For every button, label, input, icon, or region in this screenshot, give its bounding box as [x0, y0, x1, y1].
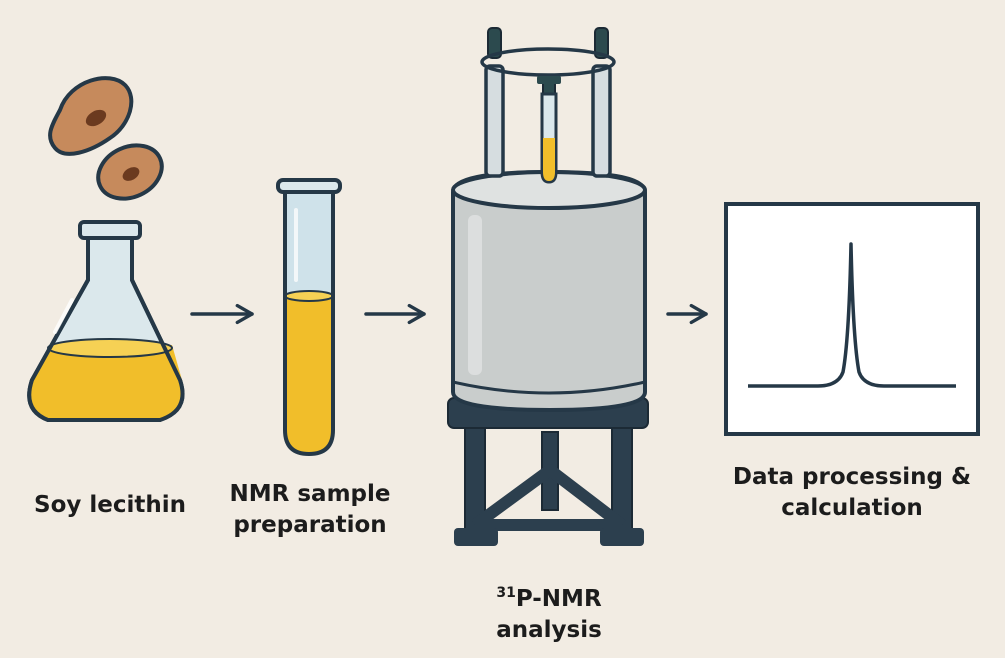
step-label-data-processing: Data processing & calculation	[712, 462, 992, 524]
label-line: Soy lecithin	[34, 492, 186, 518]
label-line: 31P-NMR	[449, 584, 649, 615]
superscript: 31	[496, 585, 516, 601]
soybean-icon	[96, 143, 164, 201]
label-text: P-NMR	[515, 586, 602, 612]
nmr-spectrometer-icon	[447, 27, 649, 546]
label-line: NMR sample	[229, 481, 391, 507]
step-label-nmr-analysis: 31P-NMR analysis	[449, 584, 649, 646]
label-line: analysis	[496, 617, 602, 643]
erlenmeyer-flask-icon	[27, 220, 185, 422]
step-label-sample-prep: NMR sample preparation	[210, 479, 410, 541]
step-label-soy-lecithin: Soy lecithin	[10, 490, 210, 521]
test-tube-icon	[276, 178, 342, 457]
nmr-spectrum-icon	[724, 202, 980, 436]
label-line: Data processing &	[732, 464, 972, 490]
soybean-icon	[48, 76, 134, 156]
label-line: preparation	[233, 512, 387, 538]
label-line: calculation	[781, 495, 923, 521]
